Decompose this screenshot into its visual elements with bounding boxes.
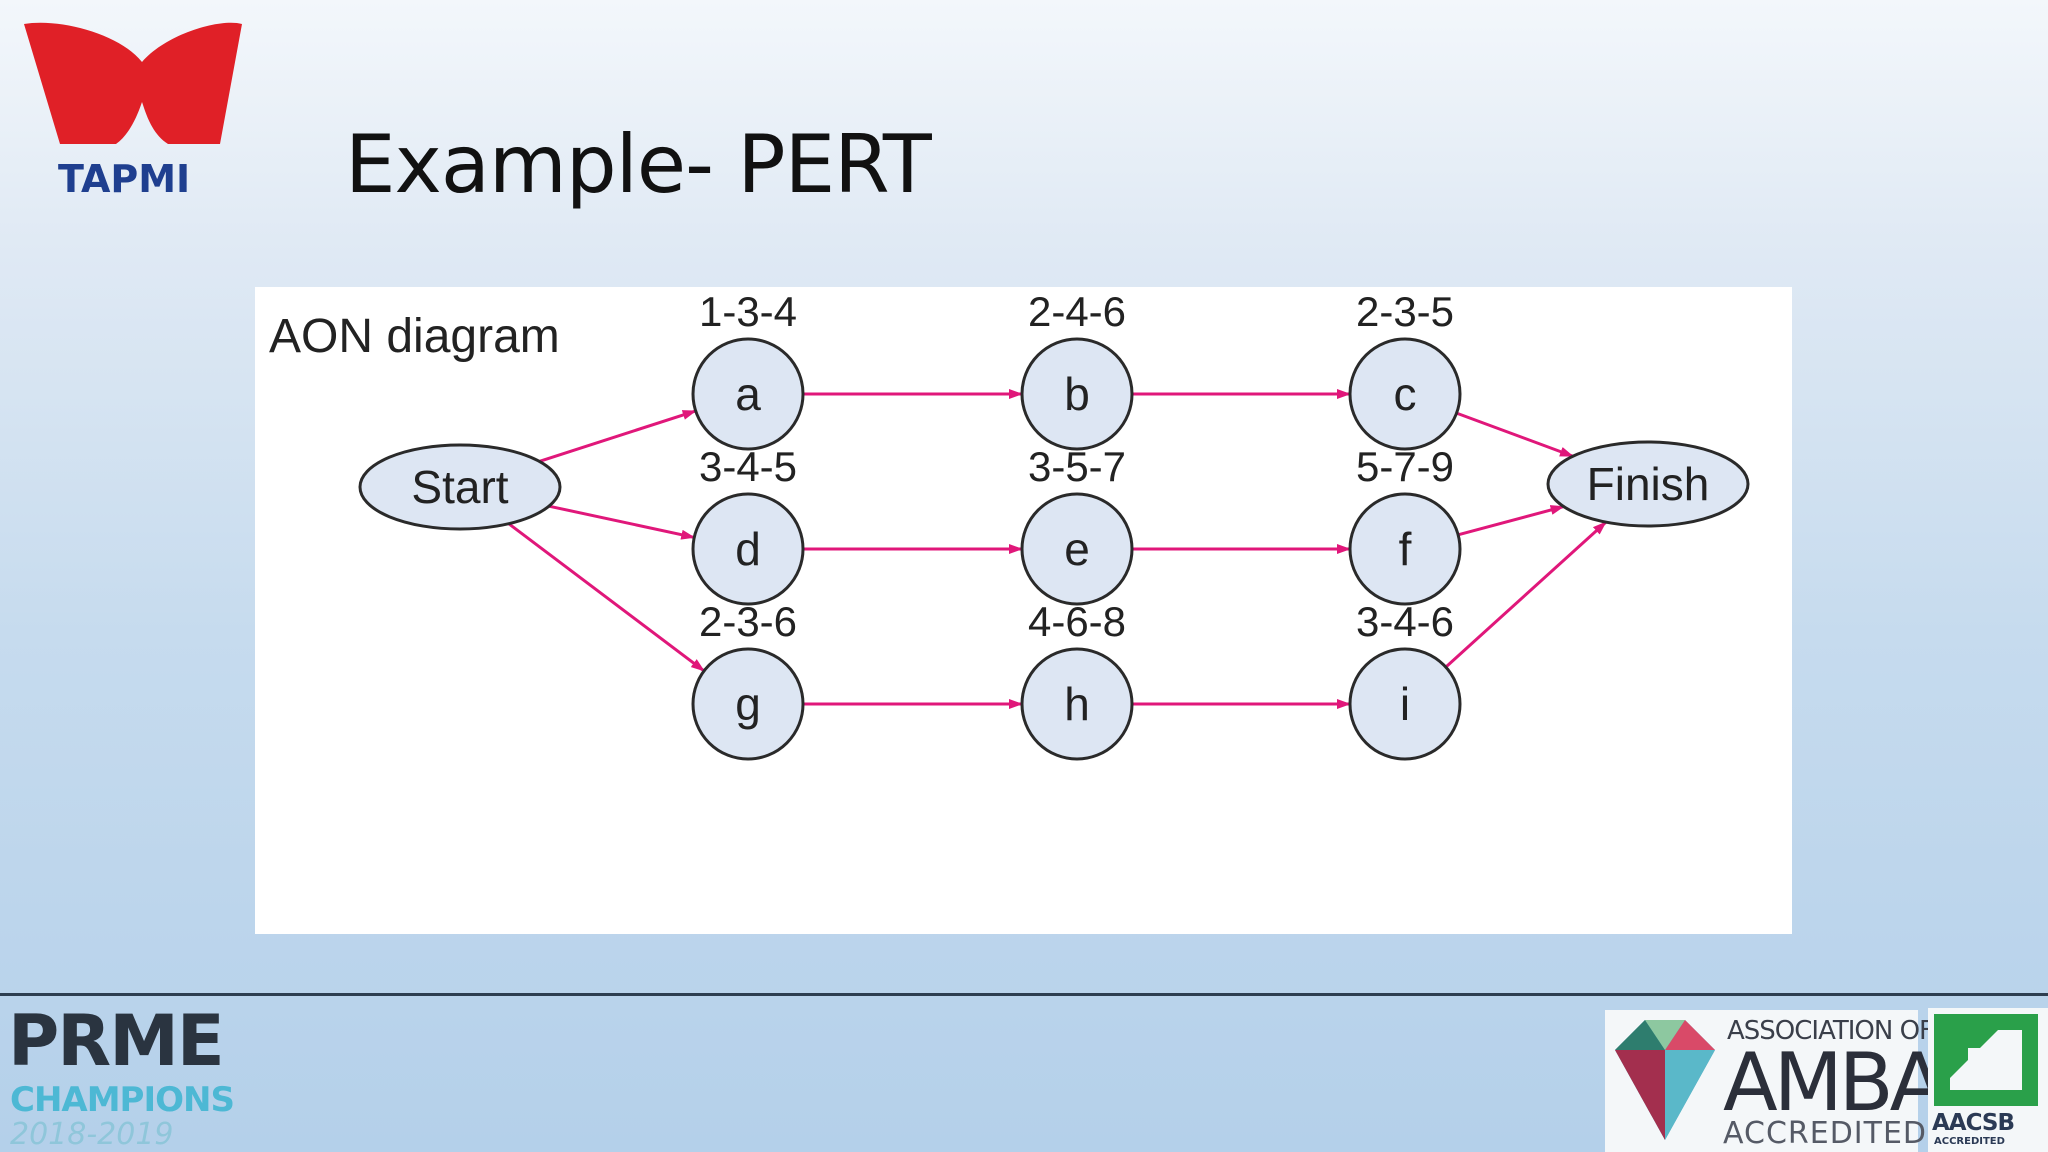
edge-c-to-finish (1456, 411, 1574, 458)
node-shape-a (691, 337, 805, 451)
node-label-b: b (1064, 368, 1090, 420)
node-shape-finish (1546, 440, 1750, 528)
node-times-i: 3-4-6 (1356, 598, 1454, 645)
aacsb-text: AACSB (1932, 1110, 2015, 1136)
amba-text: AMBA (1723, 1036, 1944, 1129)
node-times-b: 2-4-6 (1028, 288, 1126, 335)
edge-start-to-d (548, 504, 696, 540)
node-times-g: 2-3-6 (699, 598, 797, 645)
node-start: Start (358, 443, 562, 531)
tapmi-emblem-icon: TAPMI (24, 22, 242, 201)
aon-diagram: AON diagram Start a 1-3-4 b 2-4-6 c 2-3-5 d 3-4-… (269, 288, 1750, 761)
node-e: e 3-5-7 (1020, 443, 1134, 606)
node-label-e: e (1064, 523, 1090, 575)
node-shape-i (1348, 647, 1462, 761)
node-label-d: d (735, 523, 761, 575)
node-label-f: f (1399, 523, 1412, 575)
edge-start-to-a (538, 409, 697, 463)
node-label-g: g (735, 678, 761, 730)
prme-year-text: 2018-2019 (10, 1117, 174, 1152)
node-c: c 2-3-5 (1348, 288, 1462, 451)
node-shape-d (691, 492, 805, 606)
edge-f-to-finish (1457, 505, 1565, 537)
amba-logo: ASSOCIATION OF MBAs AMBA ACCREDITED (1605, 1010, 2009, 1152)
tapmi-logo: TAPMI (20, 14, 248, 204)
tapmi-logo-text: TAPMI (58, 157, 190, 201)
edge-start-to-g (507, 522, 705, 673)
node-times-h: 4-6-8 (1028, 598, 1126, 645)
aacsb-logo: AACSB ACCREDITED (1928, 1008, 2048, 1152)
prme-champions-text: CHAMPIONS (10, 1080, 235, 1120)
node-label-start: Start (411, 461, 508, 513)
node-label-a: a (735, 368, 761, 420)
prme-logo-text: PRME (8, 1000, 225, 1082)
node-f: f 5-7-9 (1348, 443, 1462, 606)
node-times-c: 2-3-5 (1356, 288, 1454, 335)
amba-accredited-text: ACCREDITED (1723, 1116, 1928, 1151)
node-h: h 4-6-8 (1020, 598, 1134, 761)
node-shape-b (1020, 337, 1134, 451)
node-times-a: 1-3-4 (699, 288, 797, 335)
footer-divider (0, 993, 2048, 996)
node-g: g 2-3-6 (691, 598, 805, 761)
edge-i-to-finish (1444, 520, 1607, 669)
node-shape-e (1020, 492, 1134, 606)
node-i: i 3-4-6 (1348, 598, 1462, 761)
node-times-d: 3-4-5 (699, 443, 797, 490)
node-d: d 3-4-5 (691, 443, 805, 606)
node-a: a 1-3-4 (691, 288, 805, 451)
aacsb-accredited-text: ACCREDITED (1934, 1136, 2005, 1147)
slide-title: Example- PERT (345, 118, 932, 211)
node-label-c: c (1394, 368, 1417, 420)
node-label-i: i (1400, 678, 1410, 730)
aon-diagram-panel: AON diagram Start a 1-3-4 b 2-4-6 c 2-3-5 d 3-4-… (255, 287, 1792, 934)
diagram-label: AON diagram (269, 310, 560, 363)
node-shape-h (1020, 647, 1134, 761)
node-label-h: h (1064, 678, 1090, 730)
amba-gem-icon (1615, 1020, 1715, 1140)
node-times-f: 5-7-9 (1356, 443, 1454, 490)
aacsb-emblem-icon (1934, 1014, 2038, 1106)
node-shape-g (691, 647, 805, 761)
node-finish: Finish (1546, 440, 1750, 528)
node-b: b 2-4-6 (1020, 288, 1134, 451)
node-label-finish: Finish (1587, 458, 1710, 510)
node-shape-start (358, 443, 562, 531)
node-times-e: 3-5-7 (1028, 443, 1126, 490)
node-shape-c (1348, 337, 1462, 451)
prme-logo: PRME CHAMPIONS 2018-2019 (8, 1000, 248, 1152)
node-shape-f (1348, 492, 1462, 606)
